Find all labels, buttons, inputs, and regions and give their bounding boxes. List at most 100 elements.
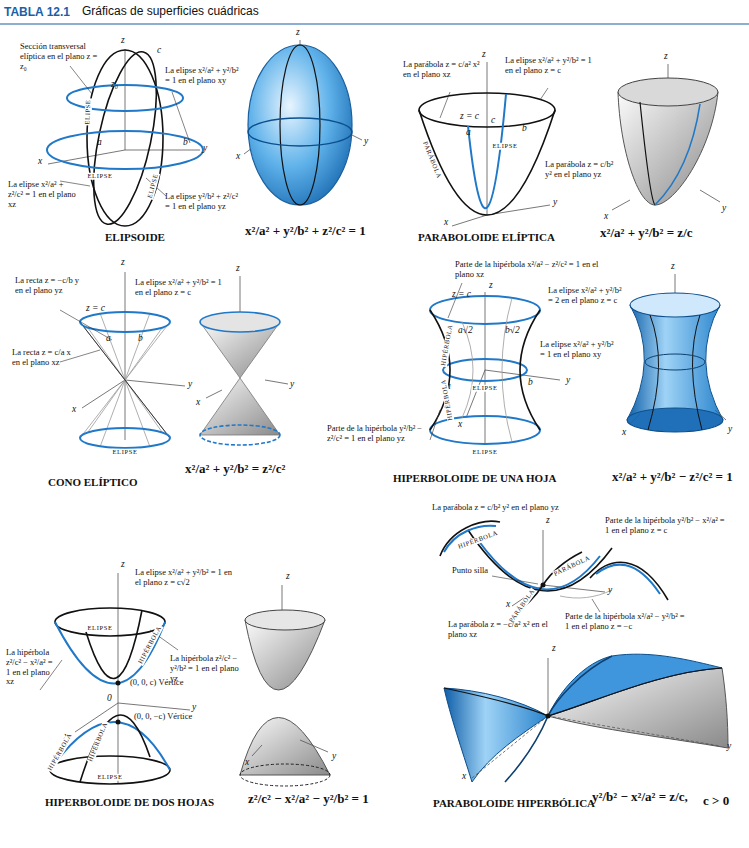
equation: y²/b² − x²/a² = z/c, — [592, 790, 688, 805]
surface-name: HIPERBOLOIDE DE UNA HOJA — [393, 472, 557, 485]
elliptic-cone-wire — [60, 272, 185, 448]
note-text: La elipse x²/a² + y²/b² = 1 en el plano … — [505, 56, 600, 76]
saddle-wire-part — [596, 565, 660, 594]
table-heading: Gráficas de superficies cuádricas — [82, 5, 259, 19]
title-rule-part — [0, 23, 749, 24]
one-sheet-hyperboloid-wire-part — [466, 370, 485, 418]
two-sheet-hyperboloid-solid-part — [245, 610, 325, 630]
axis-label: y — [728, 425, 732, 435]
curve-label: ELIPSE — [472, 385, 499, 392]
elliptic-paraboloid-solid-part — [700, 190, 720, 202]
axis-label: z — [236, 264, 240, 274]
elliptic-paraboloid-solid-part — [618, 92, 718, 205]
one-sheet-hyperboloid-solid-part — [627, 305, 723, 420]
one-sheet-hyperboloid-solid-part — [630, 414, 640, 424]
axis-label: x — [72, 405, 76, 415]
equation: c > 0 — [703, 794, 729, 809]
curve-label: HIPÉRBOLA — [440, 378, 454, 422]
saddle-solid-part — [444, 688, 548, 782]
elliptic-cone-solid-part — [200, 378, 280, 435]
curve-label: ELIPSE — [112, 449, 139, 456]
one-sheet-hyperboloid-wire-part — [462, 298, 512, 442]
note-text: La elipse x²/a² + y²/b² = 1 en el plano … — [135, 278, 230, 298]
ellipsoid-solid-part — [248, 118, 352, 146]
one-sheet-hyperboloid-solid-part — [630, 293, 720, 317]
elliptic-cone-wire-part — [60, 310, 112, 340]
curve-label: ELIPSE — [492, 143, 519, 150]
axis-label: y — [203, 144, 207, 154]
equation: x²/a² + y²/b² − z²/c² = 1 — [612, 470, 733, 485]
two-sheet-hyperboloid-wire-part — [55, 622, 165, 684]
axis-label: z — [552, 644, 556, 654]
saddle-solid-part — [546, 714, 551, 719]
axis-label: z — [286, 572, 290, 582]
axis-label: a — [97, 138, 102, 148]
ellipsoid-solid-part — [248, 45, 352, 205]
surface-name: HIPERBOLOIDE DE DOS HOJAS — [45, 796, 214, 809]
one-sheet-hyperboloid-wire-part — [520, 310, 540, 430]
note-text: Parte de la hipérbola y²/b² − x²/a² = 1 … — [605, 516, 725, 536]
axis-label: z = c — [460, 112, 479, 122]
axis-label: x — [506, 600, 510, 610]
one-sheet-hyperboloid-wire — [430, 283, 560, 444]
axis-label: y — [364, 137, 368, 147]
saddle-wire — [440, 521, 668, 616]
saddle-wire-part — [492, 576, 538, 584]
two-sheet-hyperboloid-solid-part — [240, 718, 330, 776]
axis-label: a — [106, 334, 111, 344]
axis-label: z — [121, 258, 125, 268]
axis-label: b — [183, 138, 188, 148]
axis-label: b — [522, 124, 527, 134]
curve-label: HIPÉRBOLA — [137, 624, 163, 666]
curve-label: ELIPSE — [87, 173, 114, 180]
axis-label: z₀ — [111, 80, 118, 90]
equation: x²/a² + y²/b² = z²/c² — [185, 462, 285, 477]
two-sheet-hyperboloid-wire-part — [86, 610, 142, 679]
note-text: La parábola z = −c/a² x² en el plano xz — [448, 620, 548, 640]
elliptic-cone-wire-part — [125, 380, 185, 386]
two-sheet-hyperboloid-wire-part — [75, 703, 118, 732]
elliptic-paraboloid-solid-part — [640, 102, 655, 205]
note-text: Parte de la hipérbola x²/a² − z²/c² = 1 … — [455, 260, 605, 280]
two-sheet-hyperboloid-wire-part — [116, 720, 121, 725]
ellipsoid-wire-part — [81, 47, 168, 230]
curve-label: HIPÉRBOLA — [440, 323, 454, 367]
axis-label: z = c — [452, 290, 471, 300]
saddle-wire-part — [543, 530, 544, 585]
curve-label: ELIPSE — [97, 774, 124, 781]
note-text: La parábola z = c/b² y² en el plano yz — [432, 503, 607, 513]
elliptic-cone-solid-part — [200, 425, 280, 445]
ellipsoid-solid-part — [280, 45, 320, 205]
axis-label: y — [553, 198, 557, 208]
elliptic-paraboloid-wire-part — [440, 92, 450, 118]
axis-label: x — [458, 420, 462, 430]
curve-label: ELIPSE — [87, 625, 114, 632]
two-sheet-hyperboloid-wire-part — [118, 573, 119, 784]
axis-label: y — [608, 586, 612, 596]
ellipsoid-solid-part — [300, 40, 301, 45]
axis-label: a√2 — [458, 326, 473, 336]
saddle-wire-part — [440, 521, 500, 556]
elliptic-cone-wire-part — [125, 272, 126, 440]
axis-label: x — [196, 398, 200, 408]
note-text: (0, 0, c) Vértice — [130, 678, 185, 688]
two-sheet-hyperboloid-solid-part — [282, 585, 283, 610]
equation: x²/a² + y²/b² = z/c — [600, 226, 693, 241]
two-sheet-hyperboloid-wire-part — [116, 681, 121, 686]
axis-label: y — [290, 380, 294, 390]
saddle-wire-part — [592, 599, 600, 612]
elliptic-cone-solid-part — [200, 312, 280, 332]
two-sheet-hyperboloid-wire-part — [50, 722, 170, 770]
axis-label: y — [192, 703, 196, 713]
axis-label: x — [236, 152, 240, 162]
elliptic-cone-wire-part — [80, 428, 170, 448]
axis-label: z — [671, 262, 675, 272]
two-sheet-hyperboloid-solid-part — [300, 740, 328, 752]
saddle-solid-part — [472, 716, 548, 778]
ellipsoid-solid — [244, 40, 362, 205]
note-text: La elipse x²/a² + y²/b² = 1 en el plano … — [540, 340, 618, 360]
axis-label: y — [727, 742, 731, 752]
two-sheet-hyperboloid-solid-part — [252, 745, 262, 756]
note-text: Parte de la hipérbola x²/a² − y²/b² = 1 … — [565, 612, 690, 632]
curve-label: HIPÉRBOLA — [46, 731, 74, 772]
